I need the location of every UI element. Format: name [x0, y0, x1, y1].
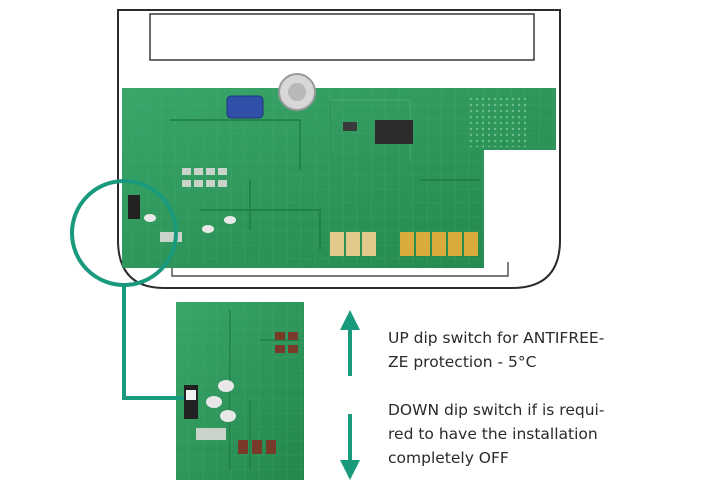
connector-pads: [330, 232, 478, 256]
callout-circle: [70, 179, 178, 287]
antifreeze-up-caption: UP dip switch for ANTIFREE- ZE protectio…: [388, 329, 605, 371]
arrow-up-icon: [340, 310, 360, 376]
callout: [70, 179, 184, 400]
resistor-array: [182, 168, 227, 187]
arrow-down-icon: [340, 414, 360, 480]
callout-leader-line: [122, 286, 184, 400]
off-down-caption: DOWN dip switch if is requi- red to have…: [388, 401, 605, 467]
main-circuit-board: [122, 73, 556, 268]
dip-switch-zoom-inset: [176, 302, 304, 480]
capacitor: [226, 95, 264, 119]
dip-switch-main: [128, 195, 140, 219]
